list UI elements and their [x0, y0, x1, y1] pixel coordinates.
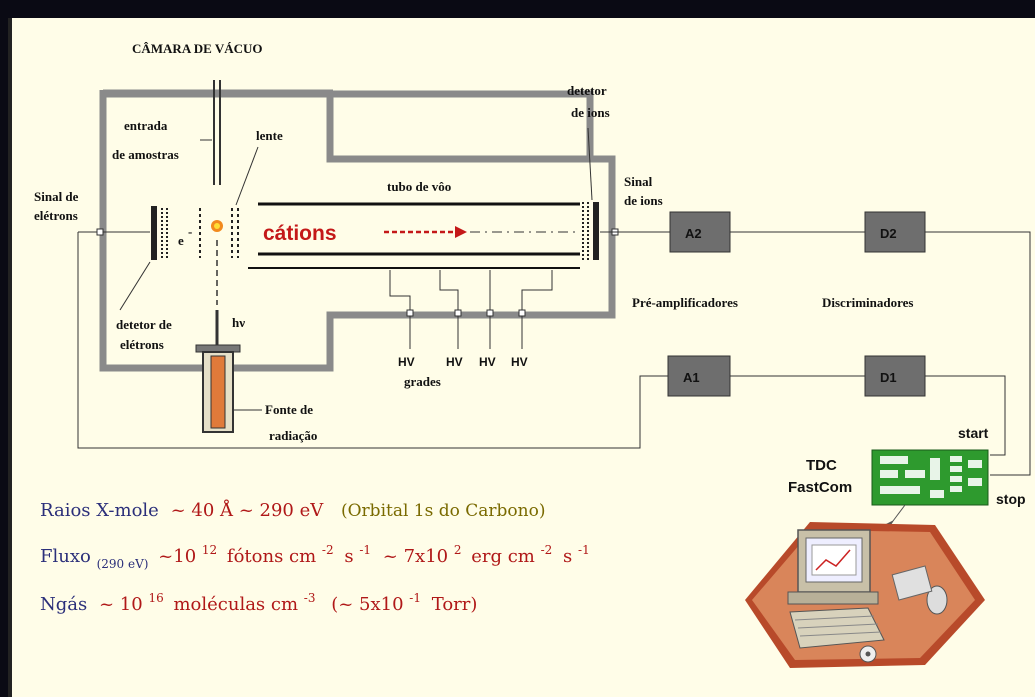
hv-label-4: HV — [511, 355, 528, 369]
box-d1 — [864, 355, 926, 397]
tdc-label-2: FastCom — [788, 479, 852, 496]
box-a1-label: A1 — [683, 370, 700, 385]
electron-feedthrough — [96, 228, 104, 236]
start-line — [925, 375, 1006, 456]
label-flight-tube: tubo de vôo — [387, 179, 451, 194]
box-d1-label: D1 — [880, 370, 897, 385]
stop-line — [925, 231, 1031, 476]
equation-line-3: Ngás ~ 10 16 moléculas cm -3 (~ 5x10 -1 … — [40, 586, 477, 615]
electron-detector-plate — [151, 206, 157, 260]
source-flange — [195, 344, 241, 353]
hv-label-1: HV — [398, 355, 415, 369]
electron-signal-path — [77, 232, 668, 449]
hv-lines — [389, 270, 553, 349]
box-d2-label: D2 — [880, 226, 897, 241]
box-a2 — [669, 211, 731, 253]
label-source-1: Fonte de — [265, 402, 313, 417]
box-a1 — [667, 355, 731, 397]
label-electron-detector-2: elétrons — [120, 337, 164, 352]
label-ion-signal-2: de ions — [624, 193, 663, 208]
chamber-walls — [99, 89, 616, 372]
grades-label: grades — [404, 374, 441, 389]
chamber-title: CÂMARA DE VÁCUO — [132, 41, 262, 56]
computer-icon — [745, 522, 985, 668]
label-entrada: entrada — [124, 118, 168, 133]
electron-sup: - — [188, 224, 192, 239]
tdc-board — [871, 449, 989, 506]
cations-label: cátions — [263, 222, 337, 245]
hv-label-3: HV — [479, 355, 496, 369]
label-de-amostras: de amostras — [112, 147, 179, 162]
hv-photon-label: hν — [232, 315, 245, 330]
ion-detector-plate — [593, 202, 599, 260]
box-a2-label: A2 — [685, 226, 702, 241]
electron-symbol: e — [178, 233, 184, 248]
equation-line-1: Raios X-mole ~ 40 Å ~ 290 eV (Orbital 1s… — [40, 499, 545, 521]
label-ion-signal-1: Sinal — [624, 174, 653, 189]
label-lens: lente — [256, 128, 283, 143]
label-ion-detector-1: detetor — [567, 83, 607, 98]
vacuum-chamber — [99, 90, 616, 372]
discriminators-label: Discriminadores — [822, 295, 913, 310]
label-source-2: radiação — [269, 428, 317, 443]
stop-label: stop — [996, 491, 1026, 507]
label-electron-detector-1: detetor de — [116, 317, 172, 332]
label-electron-signal-2: elétrons — [34, 208, 78, 223]
box-d2 — [864, 211, 926, 253]
hv-label-2: HV — [446, 355, 463, 369]
preamps-label: Pré-amplificadores — [632, 295, 738, 310]
tdc-label-1: TDC — [806, 457, 837, 474]
label-electron-signal-1: Sinal de — [34, 189, 79, 204]
frame-left-edge — [8, 18, 12, 697]
start-label: start — [958, 425, 989, 441]
equation-line-2: Fluxo (290 eV) ~10 12 fótons cm -2 s -1 … — [40, 538, 590, 573]
label-ion-detector-2: de ions — [571, 105, 610, 120]
